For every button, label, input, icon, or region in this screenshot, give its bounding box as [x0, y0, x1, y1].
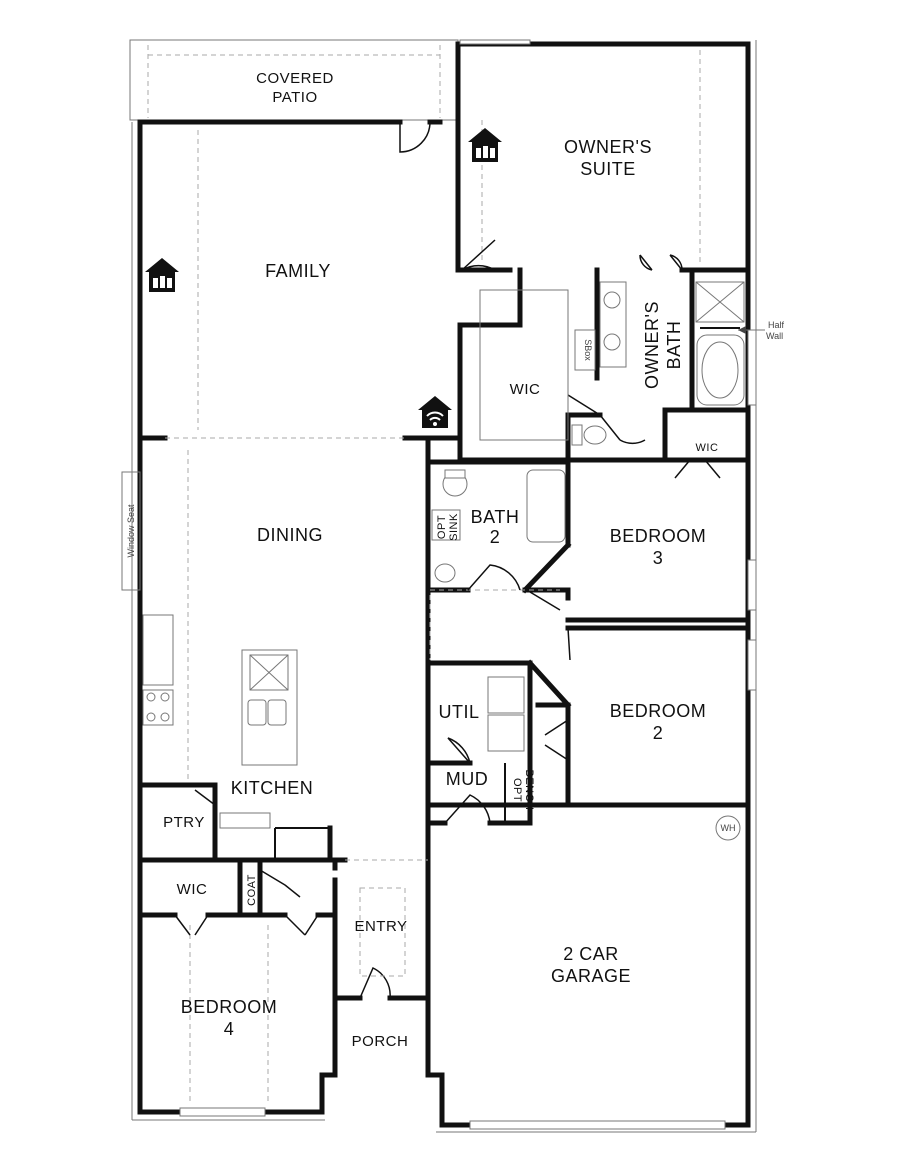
opt-bench-label-2: BENCH	[523, 769, 535, 810]
owners-bath-label-1: OWNER'S	[642, 301, 662, 389]
opt-bench-label-1: OPT	[511, 778, 523, 802]
smart-home-icon	[468, 128, 502, 162]
bedroom4-label-2: 4	[224, 1019, 235, 1039]
half-wall-note-2: Wall	[766, 331, 783, 341]
bedroom3-label-1: BEDROOM	[610, 526, 707, 546]
dining-label: DINING	[257, 525, 323, 545]
half-wall-note-1: Half	[768, 320, 785, 330]
mud-label: MUD	[446, 769, 489, 789]
garage-label-2: GARAGE	[551, 966, 631, 986]
coat-label: COAT	[246, 874, 258, 906]
util-label: UTIL	[438, 702, 479, 722]
fixtures	[142, 281, 745, 977]
family-label: FAMILY	[265, 261, 331, 281]
covered-patio-label-1: COVERED	[256, 70, 334, 87]
bed3-wic-label: WIC	[696, 442, 719, 454]
owners-bath-label-2: BATH	[664, 321, 684, 370]
bath2-label-2: 2	[490, 527, 501, 547]
dashed-boundaries	[165, 50, 701, 1105]
pantry-label: PTRY	[163, 814, 205, 831]
bedroom2-label-2: 2	[653, 723, 664, 743]
bath2-label-1: BATH	[471, 507, 520, 527]
room-labels: COVERED PATIO OWNER'S SUITE FAMILY OWNER…	[163, 70, 718, 1050]
kitchen-label: KITCHEN	[231, 778, 314, 798]
window-seat-note: Window Seat	[126, 504, 136, 558]
bedroom3-label-2: 3	[653, 548, 664, 568]
sbox-note: SBox	[583, 339, 593, 361]
smart-home-icon	[145, 258, 179, 292]
opt-sink-label-2: SINK	[448, 513, 460, 541]
garage-label-1: 2 CAR	[563, 944, 619, 964]
bedroom4-label-1: BEDROOM	[181, 997, 278, 1017]
windows	[179, 39, 757, 1130]
half-wall-pointer	[738, 326, 765, 334]
owner-wic-label: WIC	[510, 381, 541, 398]
bed4-wic-label: WIC	[177, 881, 208, 898]
covered-patio-label-2: PATIO	[272, 89, 317, 106]
owners-suite-label-2: SUITE	[580, 159, 636, 179]
porch-label: PORCH	[352, 1033, 409, 1050]
annotations: Half Wall Window Seat SBox WH	[126, 320, 785, 833]
interior-walls	[137, 267, 751, 1001]
doors	[174, 119, 721, 999]
water-heater-note: WH	[721, 823, 736, 833]
exterior-trim	[131, 40, 757, 1133]
window-seat	[121, 471, 141, 591]
wifi-home-icon	[418, 396, 452, 428]
opt-sink-label-1: OPT	[436, 515, 448, 539]
owners-suite-label-1: OWNER'S	[564, 137, 652, 157]
exterior-walls	[137, 41, 751, 1128]
entry-label: ENTRY	[354, 918, 407, 935]
bedroom2-label-1: BEDROOM	[610, 701, 707, 721]
